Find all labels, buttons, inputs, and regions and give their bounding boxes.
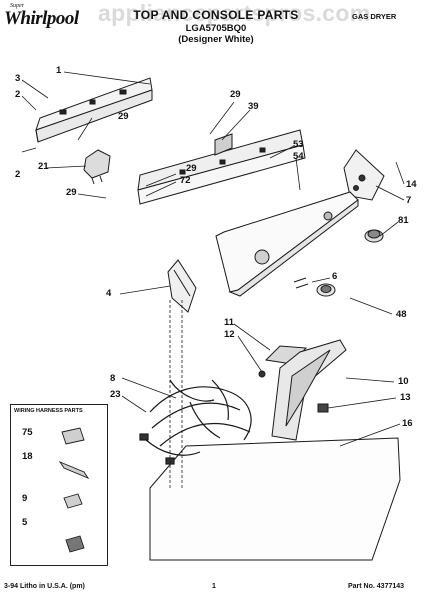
callout-10: 10 [398, 376, 409, 387]
callout-12: 12 [224, 329, 235, 340]
product-type: GAS DRYER [352, 12, 397, 21]
callout-23: 23 [110, 389, 121, 400]
console-panel-part [35, 77, 153, 143]
callout-13: 13 [400, 392, 411, 403]
end-cap-left-part [167, 259, 197, 313]
watermark: appliancepartspros.com [98, 0, 371, 26]
inset-title: WIRING HARNESS PARTS [14, 408, 83, 414]
inset-parts [58, 427, 90, 553]
bracket-part [214, 133, 233, 156]
wiring-harness-inset [10, 404, 108, 566]
footer-litho: 3-94 Litho in U.S.A. (pm) [4, 583, 85, 590]
inset-callout-18: 18 [22, 451, 33, 462]
screw-part [317, 403, 329, 413]
callout-81: 81 [398, 215, 409, 226]
callout-6: 6 [332, 271, 338, 282]
timer-switch-part [83, 149, 111, 185]
callout-1: 1 [56, 65, 62, 76]
callout-54: 54 [293, 151, 304, 162]
footer-part-number: Part No. 4377143 [348, 583, 405, 590]
callout-29-d: 29 [186, 163, 197, 174]
callout-2-b: 2 [15, 169, 21, 180]
harness-bracket-part [258, 345, 308, 378]
callout-7: 7 [406, 195, 412, 206]
callout-8: 8 [110, 373, 116, 384]
control-panel-part [137, 129, 306, 205]
callout-72: 72 [180, 175, 191, 186]
callout-29-a: 29 [118, 111, 129, 122]
callout-14: 14 [406, 179, 417, 190]
inset-callout-75: 75 [22, 427, 33, 438]
inset-callout-5: 5 [22, 517, 28, 528]
knob-part-2 [293, 277, 336, 297]
console-cover-part [215, 191, 359, 297]
callout-39: 39 [248, 101, 259, 112]
callout-11: 11 [224, 317, 235, 328]
callout-48: 48 [396, 309, 407, 320]
callout-21: 21 [38, 161, 49, 172]
callout-4: 4 [106, 288, 112, 299]
top-panel-part [149, 437, 401, 561]
callout-16: 16 [402, 418, 413, 429]
callout-53: 53 [293, 139, 304, 150]
page-title: TOP AND CONSOLE PARTS [133, 8, 299, 22]
callout-2: 2 [15, 89, 21, 100]
callout-29-b: 29 [66, 187, 77, 198]
brand-super-text: Super [10, 3, 24, 9]
inset-callout-9: 9 [22, 493, 28, 504]
model-number: LGA5705BQ0 [185, 23, 247, 34]
callout-29-c: 29 [230, 89, 241, 100]
knob-part [364, 229, 384, 243]
model-variant: (Designer White) [178, 34, 254, 45]
callout-3: 3 [15, 73, 21, 84]
end-cap-part [343, 149, 385, 201]
footer-page-number: 1 [212, 583, 216, 590]
brand-logo: Whirlpool [4, 8, 79, 29]
